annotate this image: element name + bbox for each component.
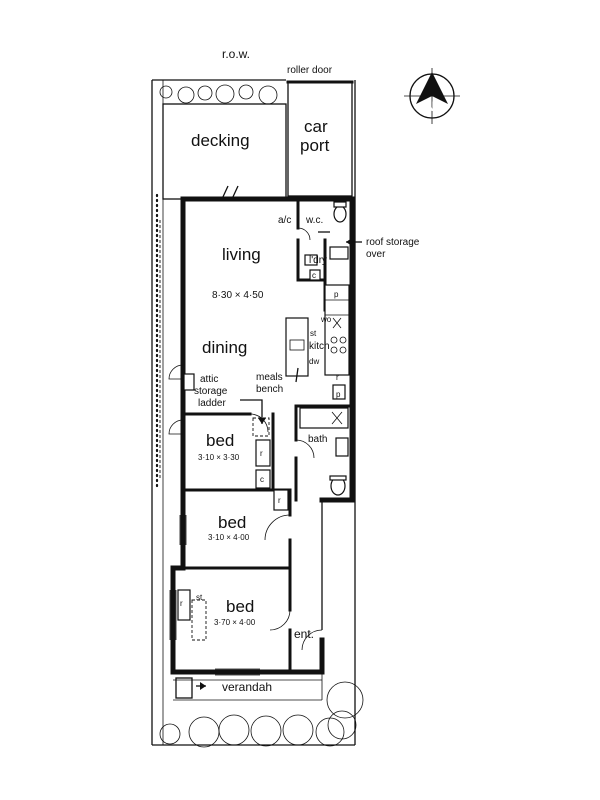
ladder-label: ladder bbox=[198, 398, 226, 409]
meals-label: meals bbox=[256, 372, 283, 383]
door-swings bbox=[168, 227, 323, 651]
roof-storage-label: roof storage bbox=[366, 237, 420, 248]
fixtures bbox=[173, 201, 350, 701]
storage-label: storage bbox=[194, 386, 228, 397]
bed2-dimensions: 3·10 × 4·00 bbox=[208, 533, 250, 542]
p-label-2: p bbox=[336, 390, 341, 399]
r-label-3: r bbox=[278, 496, 281, 505]
ac-label: a/c bbox=[278, 215, 291, 226]
bed3-dimensions: 3·70 × 4·00 bbox=[214, 618, 256, 627]
north-arrow-icon: N bbox=[404, 68, 460, 124]
roller-door-label: roller door bbox=[287, 65, 333, 76]
dw-label: dw bbox=[309, 357, 319, 366]
row-label: r.o.w. bbox=[222, 47, 250, 61]
c-label: c bbox=[312, 271, 316, 280]
st-label-2: st bbox=[196, 593, 203, 602]
car-label: car bbox=[304, 117, 328, 136]
r-label-4: r bbox=[180, 599, 183, 608]
ent-label: ent. bbox=[294, 627, 314, 641]
p-label-1: p bbox=[334, 290, 339, 299]
c-label-2: c bbox=[260, 475, 264, 484]
wo-label: wo bbox=[320, 315, 332, 324]
kitch-label: kitch bbox=[309, 341, 330, 352]
st-label: st bbox=[310, 329, 317, 338]
r-label-1: r bbox=[336, 373, 339, 382]
attic-label: attic bbox=[200, 374, 218, 385]
top-hedge bbox=[159, 84, 278, 105]
verandah-label: verandah bbox=[222, 680, 272, 694]
decking-area: decking bbox=[162, 103, 287, 200]
left-hedge bbox=[155, 193, 161, 492]
r-label-2: r bbox=[260, 449, 263, 458]
bed3-label: bed bbox=[226, 597, 254, 616]
north-letter: N bbox=[425, 98, 435, 114]
bed1-dimensions: 3·10 × 3·30 bbox=[198, 453, 240, 462]
bench-label: bench bbox=[256, 384, 283, 395]
windows bbox=[169, 515, 260, 676]
site-boundary bbox=[151, 79, 356, 746]
house-walls bbox=[170, 196, 355, 675]
port-label: port bbox=[300, 136, 330, 155]
decking-label: decking bbox=[191, 131, 250, 150]
carport: car port bbox=[286, 80, 354, 197]
bed2-label: bed bbox=[218, 513, 246, 532]
bath-label: bath bbox=[308, 434, 327, 445]
front-garden-shrubs bbox=[159, 681, 364, 748]
living-label: living bbox=[222, 245, 261, 264]
living-dimensions: 8·30 × 4·50 bbox=[212, 290, 264, 301]
over-label: over bbox=[366, 249, 386, 260]
ldry-label: l'dry bbox=[309, 255, 327, 266]
dining-label: dining bbox=[202, 338, 247, 357]
annotation-arrows bbox=[196, 231, 362, 690]
bed1-label: bed bbox=[206, 431, 234, 450]
wc-label: w.c. bbox=[305, 215, 323, 226]
